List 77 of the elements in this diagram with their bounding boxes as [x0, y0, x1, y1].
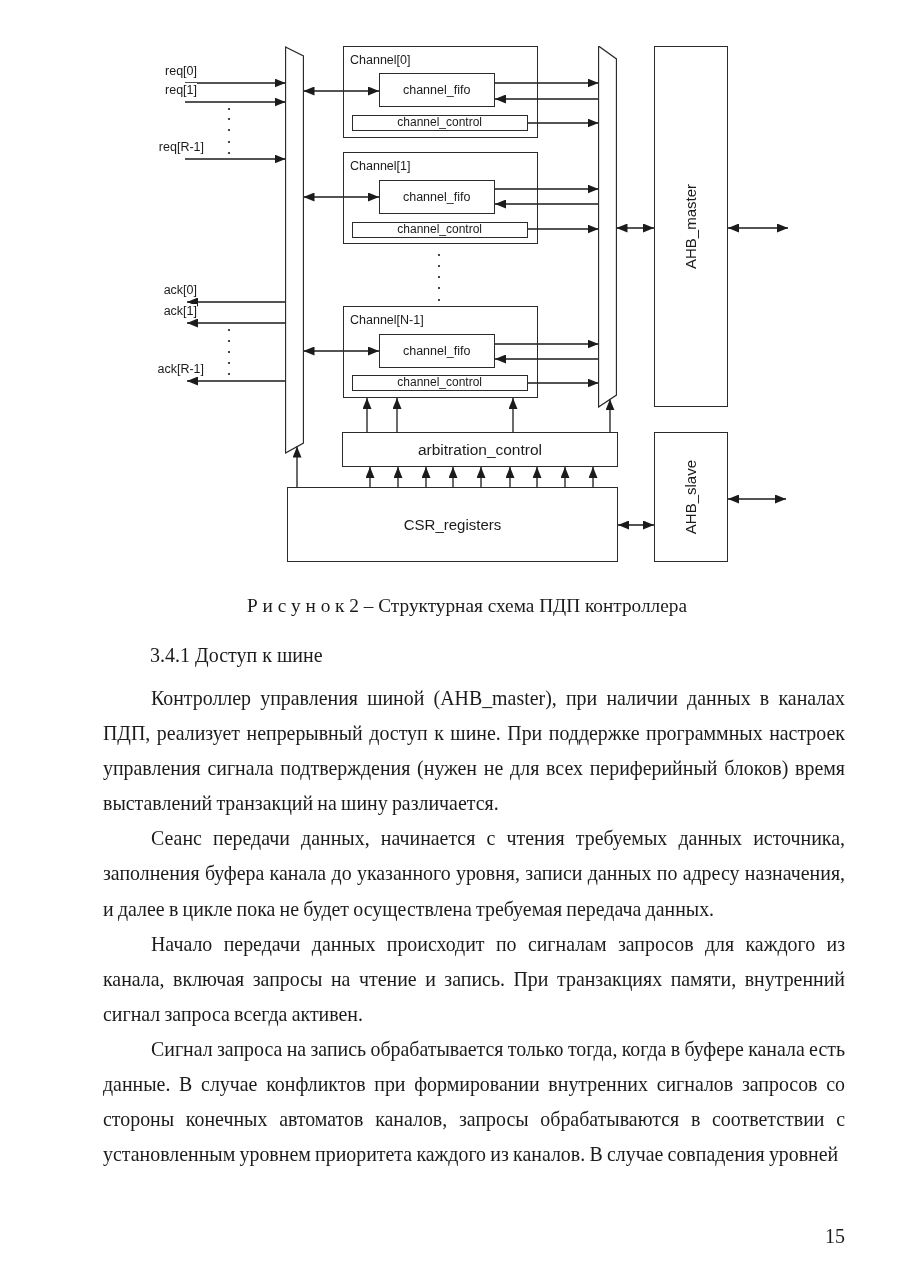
control-block: [351, 374, 528, 391]
fifo-block: [378, 72, 495, 107]
arrow: [494, 354, 600, 364]
channel-block: [343, 152, 538, 244]
arrow: [494, 184, 600, 194]
channel-title: Channel[N-1]: [350, 313, 424, 328]
arrow: [494, 94, 600, 104]
arrow: [184, 97, 287, 107]
block-label: channel_control: [397, 375, 483, 390]
double-arrow: [727, 494, 787, 504]
arrow: [448, 466, 458, 488]
arrow: [527, 378, 600, 388]
arrow: [186, 297, 287, 307]
bus-slave-block: [654, 432, 728, 562]
body-paragraph: Начало передачи данных происходит по сигналам запросов для каждого из канала, включая запросы на чтение и запись. При транзакциях памяти, внутренний сигнал запроса всегда активен.: [103, 931, 845, 1028]
block-label: CSR_registers: [403, 515, 502, 534]
section-heading: 3.4.1 Доступ к шине: [150, 644, 323, 667]
body-paragraph: Контроллер управления шиной (AHB_master), при наличии данных в каналах ПДП, реализует непрерывный доступ к шине. При поддержке программных настроек управления сигнала подтверждения (нужен не для всех периферийный блоков) время выставлений транзакций на шину различается.: [103, 686, 845, 817]
block-label: channel_fifo: [402, 343, 471, 358]
figure-caption: Р и с у н о к 2 – Структурная схема ПДП контроллера: [247, 594, 687, 617]
arrow: [292, 445, 302, 488]
arrow: [588, 466, 598, 488]
arrow: [186, 318, 287, 328]
arrow: [393, 466, 403, 488]
signal-label: req[1]: [165, 83, 197, 97]
arrow: [494, 339, 600, 349]
arrow: [184, 154, 287, 164]
arrow: [186, 376, 287, 386]
multiplexer-block: [598, 46, 617, 408]
double-arrow: [302, 192, 380, 202]
block-label: channel_control: [397, 222, 483, 237]
signal-label: req[0]: [165, 64, 197, 78]
register-block: [287, 487, 618, 562]
arrow: [605, 398, 615, 433]
body-paragraph: Сеанс передачи данных, начинается с чтения требуемых данных источника, заполнения буфера канала до указанного уровня, записи данных по адресу назначения, и далее в цикле пока не будет осуществлена требуемая передача данных.: [103, 826, 845, 923]
double-arrow: [615, 223, 655, 233]
double-arrow: [727, 223, 789, 233]
block-label: AHB_slave: [682, 459, 700, 535]
fifo-block: [378, 333, 495, 368]
arrow: [494, 78, 600, 88]
block-label: channel_fifo: [402, 82, 471, 97]
double-arrow: [302, 346, 380, 356]
arrow: [527, 224, 600, 234]
arrow: [494, 199, 600, 209]
channel-title: Channel[0]: [350, 53, 411, 68]
signal-label: req[R-1]: [158, 140, 204, 154]
multiplexer-block: [285, 46, 304, 454]
double-arrow: [302, 86, 380, 96]
control-block: [351, 221, 528, 238]
body-paragraph: Сигнал запроса на запись обрабатывается только тогда, когда в буфере канала есть данные. В случае конфликтов при формировании внутренних сигналов запросов со стороны конечных автоматов каналов, запросы обрабатываются в соответствии с установленным уровнем приоритета каждого из каналов. В случае совпадения уровней: [103, 1036, 845, 1168]
double-arrow: [617, 520, 655, 530]
arrow: [365, 466, 375, 488]
arrow: [184, 78, 287, 88]
arrow: [476, 466, 486, 488]
control-block: [351, 114, 528, 131]
page-number: 15: [825, 1225, 845, 1248]
arrow: [527, 118, 600, 128]
signal-label: ack[1]: [163, 304, 197, 318]
block-label: arbitration_control: [417, 440, 543, 459]
block-label: AHB_master: [682, 184, 700, 269]
arrow: [505, 466, 515, 488]
channel-block: [343, 306, 538, 398]
arrow: [362, 397, 372, 433]
signal-label: ack[0]: [163, 283, 197, 297]
channel-block: [343, 46, 538, 138]
arrow: [532, 466, 542, 488]
channel-title: Channel[1]: [350, 159, 411, 174]
arrow: [560, 466, 570, 488]
arrow: [508, 397, 518, 433]
bus-master-block: [654, 46, 728, 407]
block-label: channel_fifo: [402, 189, 471, 204]
arrow: [392, 397, 402, 433]
signal-label: ack[R-1]: [157, 362, 204, 376]
block-label: channel_control: [397, 115, 483, 130]
fifo-block: [378, 179, 495, 214]
arbiter-block: [342, 432, 618, 467]
arrow: [421, 466, 431, 488]
